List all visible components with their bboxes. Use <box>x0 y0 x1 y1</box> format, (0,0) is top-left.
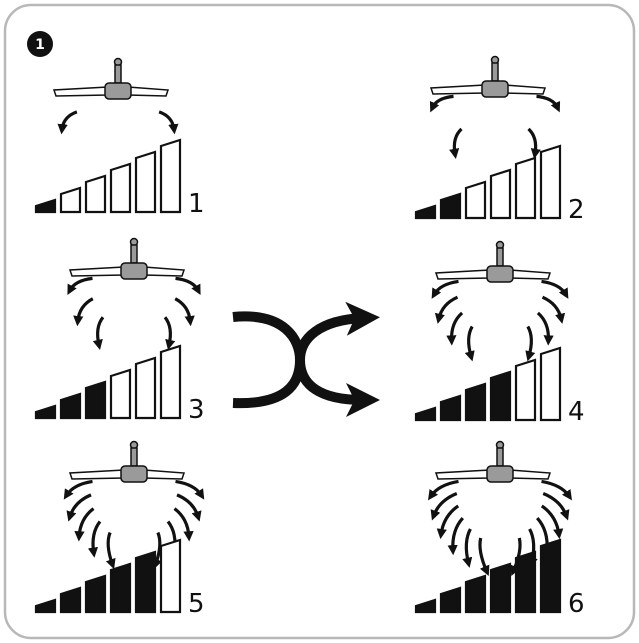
ceiling-fan-icon <box>68 440 186 483</box>
speed-panel-4: 4 <box>414 240 585 427</box>
speed-bar-empty <box>159 344 182 420</box>
speed-bars: 3 <box>34 344 205 425</box>
speed-bar-filled <box>84 574 107 614</box>
speed-panel-1: 1 <box>34 57 205 219</box>
speed-bars: 1 <box>34 138 205 219</box>
speed-bar-filled <box>414 598 437 614</box>
airflow-arrows <box>431 279 569 362</box>
speed-bar-empty <box>134 150 157 214</box>
speed-bars: 2 <box>414 144 585 225</box>
speed-bar-empty <box>159 138 182 214</box>
speed-bar-filled <box>34 404 57 420</box>
speed-bar-empty <box>489 168 512 220</box>
speed-bar-filled <box>414 204 437 220</box>
speed-bar-filled <box>59 392 82 420</box>
speed-bar-empty <box>159 538 182 614</box>
speed-bar-empty <box>514 358 537 422</box>
speed-bar-empty <box>109 368 132 420</box>
speed-bar-empty <box>539 144 562 220</box>
speed-level-label: 3 <box>188 395 205 425</box>
speed-bar-filled <box>34 598 57 614</box>
speed-level-label: 4 <box>568 397 585 427</box>
step-badge-number: 1 <box>35 37 45 53</box>
speed-bar-filled <box>84 380 107 420</box>
airflow-arrows <box>67 276 201 351</box>
speed-bar-filled <box>109 562 132 614</box>
crossing-arrows-icon <box>232 301 380 417</box>
speed-bar-filled <box>439 192 462 220</box>
speed-bar-empty <box>59 186 82 214</box>
speed-bars: 4 <box>414 346 585 427</box>
airflow-arrows <box>57 110 179 135</box>
speed-bar-empty <box>84 174 107 214</box>
speed-bar-filled <box>489 370 512 422</box>
speed-bar-filled <box>439 394 462 422</box>
ceiling-fan-icon <box>434 240 552 283</box>
speed-bar-filled <box>134 550 157 614</box>
speed-level-label: 1 <box>188 189 205 219</box>
speed-bar-filled <box>464 382 487 422</box>
speed-level-label: 6 <box>568 589 585 619</box>
ceiling-fan-icon <box>68 237 186 280</box>
airflow-arrows <box>63 479 205 570</box>
speed-bar-empty <box>134 356 157 420</box>
speed-panel-5: 5 <box>34 440 205 619</box>
speed-bar-filled <box>34 198 57 214</box>
speed-panel-3: 3 <box>34 237 205 425</box>
ceiling-fan-icon <box>434 440 552 483</box>
speed-level-label: 2 <box>568 195 585 225</box>
airflow-arrows <box>429 94 561 159</box>
speed-bars: 6 <box>414 538 585 619</box>
speed-panel-6: 6 <box>414 440 585 619</box>
speed-bar-filled <box>539 538 562 614</box>
airflow-arrows <box>428 479 572 576</box>
speed-panel-2: 2 <box>414 55 585 225</box>
speed-bar-filled <box>439 586 462 614</box>
ceiling-fan-icon <box>52 57 170 100</box>
speed-bar-filled <box>464 574 487 614</box>
ceiling-fan-icon <box>429 55 547 98</box>
speed-bar-filled <box>59 586 82 614</box>
speed-bar-filled <box>414 406 437 422</box>
speed-bar-empty <box>514 156 537 220</box>
speed-level-label: 5 <box>188 589 205 619</box>
speed-bar-filled <box>514 550 537 614</box>
speed-bars: 5 <box>34 538 205 619</box>
frame <box>3 3 636 640</box>
step-badge: 1 <box>27 31 53 57</box>
speed-bar-filled <box>489 562 512 614</box>
speed-bar-empty <box>109 162 132 214</box>
speed-bar-empty <box>539 346 562 422</box>
speed-bar-empty <box>464 180 487 220</box>
